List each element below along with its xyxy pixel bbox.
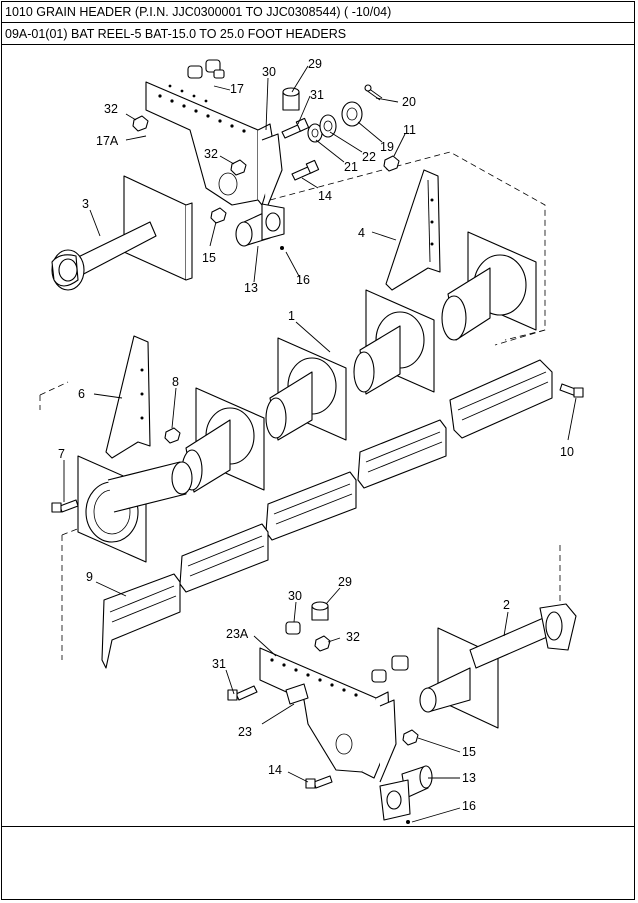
- callout-6: 6: [78, 387, 85, 401]
- callout-23A: 23A: [226, 627, 249, 641]
- callout-4: 4: [358, 226, 365, 240]
- callout-20: 20: [402, 95, 416, 109]
- callout-1: 1: [288, 309, 295, 323]
- callout-31b: 31: [212, 657, 226, 671]
- bolt-7: [51, 499, 79, 513]
- plate-3: [51, 175, 193, 291]
- nut-32-lower: [314, 635, 331, 652]
- nut-32-upper: [132, 115, 247, 176]
- callout-17A: 17A: [96, 134, 119, 148]
- pin-20: [364, 84, 383, 101]
- nut-15a: [210, 207, 227, 224]
- bearing-13a: [235, 203, 285, 250]
- bolt-31a: [281, 117, 310, 139]
- plate-right: [441, 231, 537, 341]
- callout-15b: 15: [462, 745, 476, 759]
- callout-14b: 14: [268, 763, 282, 777]
- plate-7: [77, 455, 193, 563]
- plate-2: [419, 603, 577, 729]
- bat-row-upper: [101, 359, 553, 669]
- bolt-31b: [227, 685, 258, 701]
- arm-6: [105, 335, 151, 459]
- callout-15a: 15: [202, 251, 216, 265]
- callout-32b: 32: [204, 147, 218, 161]
- nut-15b: [402, 729, 419, 746]
- callout-3: 3: [82, 197, 89, 211]
- nut-8: [164, 427, 181, 444]
- bearing-13b: [379, 765, 433, 824]
- callout-23: 23: [238, 725, 252, 739]
- callout-13a: 13: [244, 281, 258, 295]
- callout-10: 10: [560, 445, 574, 459]
- callout-30b: 30: [288, 589, 302, 603]
- leader-lines: [63, 65, 577, 823]
- callout-19: 19: [380, 140, 394, 154]
- plate-1: [265, 337, 347, 441]
- page-title: 1010 GRAIN HEADER (P.I.N. JJC0300001 TO …: [1, 1, 635, 23]
- spacer-17: [187, 59, 225, 79]
- callout-11: 11: [403, 123, 416, 137]
- plate-middle-right: [353, 289, 435, 395]
- callout-14a: 14: [318, 189, 332, 203]
- bolt-14b: [305, 775, 333, 789]
- callout-7: 7: [58, 447, 65, 461]
- bolt-10: [559, 383, 584, 398]
- callout-13b: 13: [462, 771, 476, 785]
- bracket-23: [259, 647, 397, 783]
- plate-middle-left: [181, 387, 265, 493]
- footer-divider: [1, 826, 635, 827]
- bushing-29a: [282, 87, 300, 111]
- callout-17: 17: [230, 82, 244, 96]
- callout-32a: 32: [104, 102, 118, 116]
- spacer-lower: [371, 655, 409, 683]
- callout-29b: 29: [338, 575, 352, 589]
- nut-11: [383, 155, 400, 172]
- callout-22: 22: [362, 150, 376, 164]
- callout-30a: 30: [262, 65, 276, 79]
- bushing-29b: [285, 601, 329, 635]
- callout-8: 8: [172, 375, 179, 389]
- callout-32c: 32: [346, 630, 360, 644]
- callout-21: 21: [344, 160, 358, 174]
- callout-16b: 16: [462, 799, 476, 813]
- bolt-14a: [291, 159, 320, 181]
- callout-16a: 16: [296, 273, 310, 287]
- washers-21-22-19: [307, 101, 363, 143]
- callout-labels: 29 30 17 31 20 32 17A 32 11 19 22 21 14 …: [58, 57, 574, 813]
- callout-9: 9: [86, 570, 93, 584]
- callout-29a: 29: [308, 57, 322, 71]
- callout-2: 2: [503, 598, 510, 612]
- arm-4: [385, 169, 441, 291]
- bracket-17: [145, 81, 283, 211]
- callout-31a: 31: [310, 88, 324, 102]
- page-subtitle: 09A-01(01) BAT REEL-5 BAT-15.0 TO 25.0 F…: [1, 23, 635, 45]
